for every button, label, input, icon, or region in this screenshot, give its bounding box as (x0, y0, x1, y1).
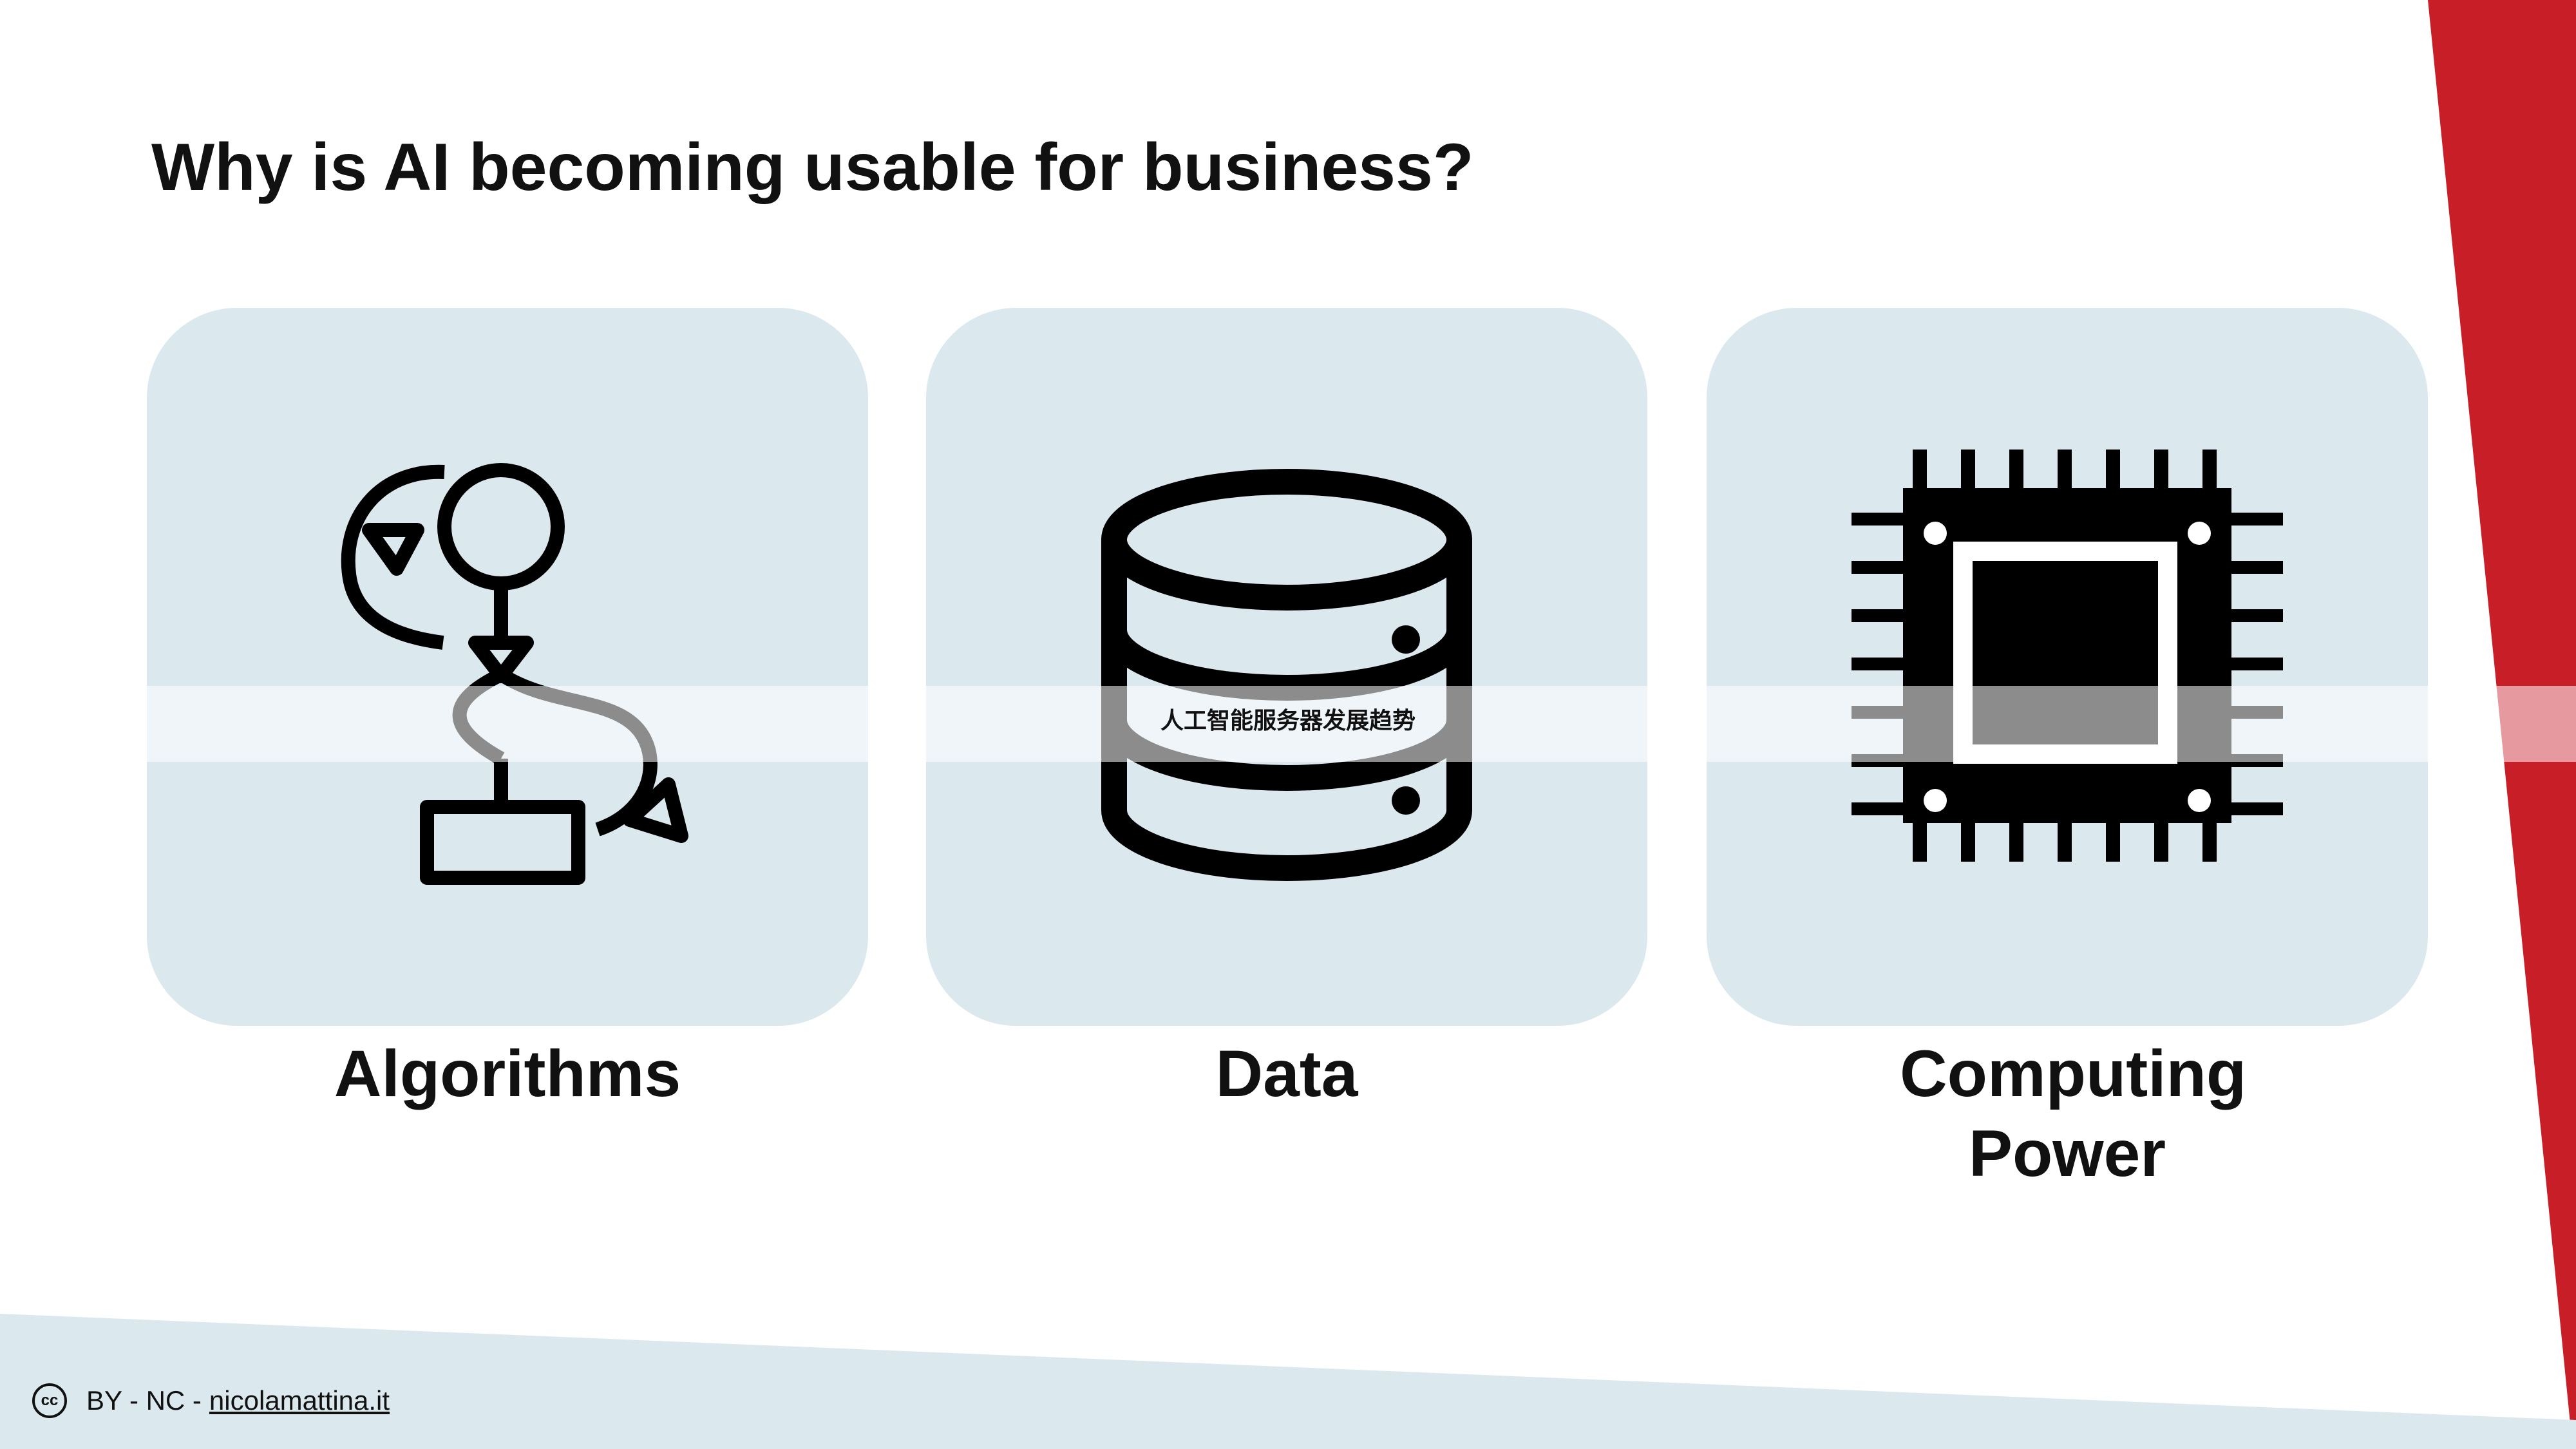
website-link[interactable]: nicolamattina.it (209, 1385, 390, 1416)
cpu-chip-icon (1852, 450, 2283, 862)
license-text: BY - NC - (86, 1385, 202, 1416)
overlay-text: 人工智能服务器发展趋势 (1160, 708, 1416, 734)
overlay-band (0, 686, 2576, 762)
flowchart-icon (341, 463, 688, 885)
card-label-algorithms: Algorithms (334, 1037, 681, 1110)
cc-icon: cc (32, 1383, 67, 1418)
card-data (926, 308, 1647, 1026)
footer-band (0, 1314, 2576, 1449)
card-algorithms (147, 308, 868, 1026)
card-label-computing-power: Computing Power (1900, 1037, 2247, 1190)
card-computing-power (1707, 308, 2428, 1026)
footer: cc BY - NC - nicolamattina.it (32, 1378, 390, 1423)
card-label-data: Data (1215, 1037, 1358, 1110)
page-title: Why is AI becoming usable for business? (151, 130, 1474, 205)
database-icon (1101, 469, 1472, 882)
